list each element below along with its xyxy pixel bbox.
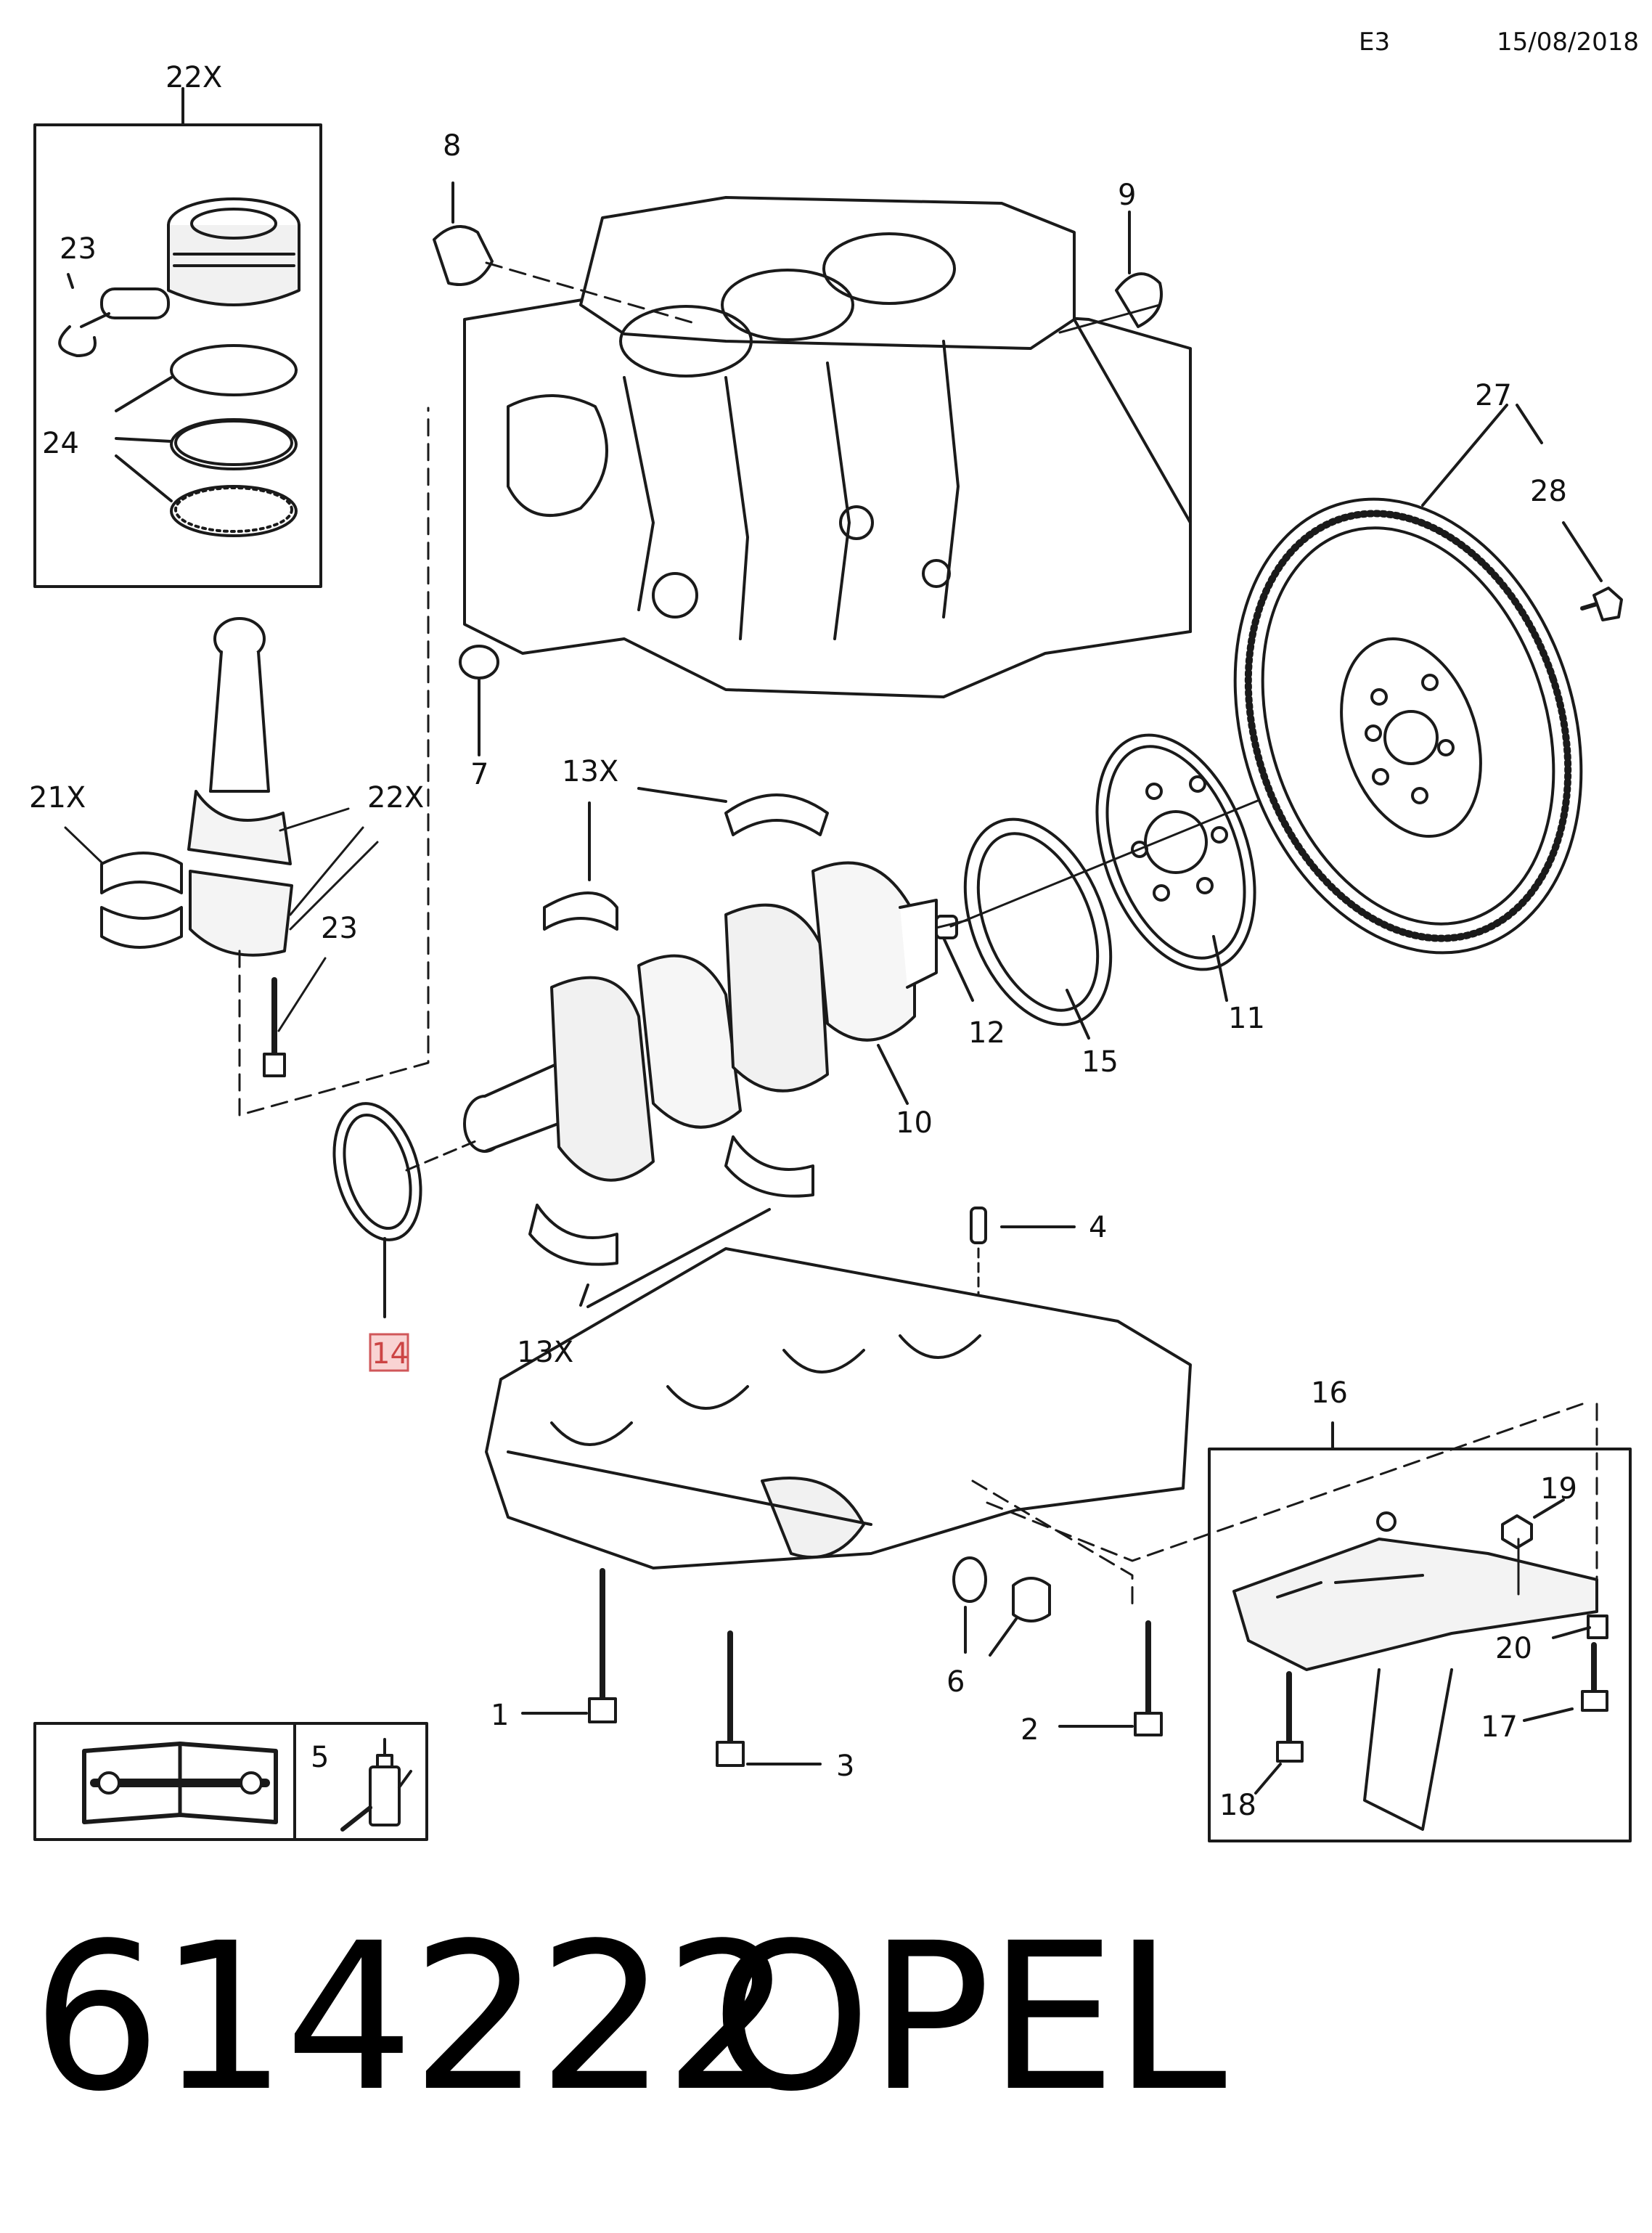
connecting-rod-icon (187, 617, 293, 957)
rod-bolt-icon (263, 977, 286, 1077)
windage-bolt-icon (1276, 1671, 1304, 1763)
callout-labels: 22X 23 24 8 9 27 28 7 13X 21X 22X 23 12 … (29, 61, 1577, 1822)
callout-4: 4 (1089, 1211, 1107, 1244)
callout-25: 23 (60, 232, 97, 266)
highlighted-callout-box (369, 1333, 409, 1372)
callout-8: 8 (443, 129, 461, 163)
callout-13x-bottom: 13X (517, 1336, 573, 1369)
legend-frame (33, 1722, 428, 1841)
crankcase-bolt-long-icon (588, 1568, 617, 1723)
service-manual-icon (82, 1742, 278, 1824)
windage-nut-icon (1501, 1514, 1533, 1549)
piston-icon (100, 197, 300, 319)
header-date: 15/08/2018 (1497, 28, 1639, 57)
piston-clip-icon (58, 325, 97, 357)
crankshaft-icon (463, 861, 938, 1182)
callout-22x: 22X (367, 781, 424, 815)
main-bearing-shell-upper-icon (543, 891, 618, 931)
sealant-bottle-icon (340, 1738, 412, 1832)
windage-bolt-icon (1581, 1642, 1608, 1712)
callout-21x: 21X (29, 781, 86, 815)
callout-23: 23 (321, 912, 358, 945)
main-bearing-shell-lower-icon (724, 1135, 814, 1198)
part-number: 614222 (32, 1900, 793, 2136)
block-seal-icon (459, 645, 499, 679)
callout-17: 17 (1481, 1710, 1518, 1744)
callout-2: 2 (1021, 1713, 1039, 1747)
main-bearing-shell-lower-icon (528, 1204, 618, 1266)
callout-9: 9 (1118, 179, 1136, 212)
dowel-pin-icon (970, 1207, 987, 1244)
callout-14: 14 (372, 1337, 409, 1371)
stud-spacer-icon (1587, 1614, 1608, 1639)
callout-26x: 24 (42, 427, 79, 460)
cylinder-block-icon (463, 196, 1192, 698)
callout-27: 27 (1475, 379, 1512, 412)
callout-15: 15 (1081, 1045, 1119, 1079)
callout-10: 10 (896, 1106, 933, 1140)
callout-1: 1 (491, 1699, 509, 1732)
callout-7: 7 (470, 758, 488, 791)
callout-13x-top: 13X (562, 755, 618, 788)
main-bearing-shell-upper-icon (724, 793, 829, 836)
piston-rings-icon (170, 344, 298, 537)
piston-kit-frame (33, 123, 322, 588)
rod-bearing-shells-icon (100, 852, 183, 949)
callout-20: 20 (1495, 1632, 1532, 1665)
callout-11: 11 (1228, 1002, 1265, 1035)
flywheel-bolt-icon (1580, 587, 1623, 621)
brand-name: OPEL (711, 1900, 1227, 2136)
block-plug-icon (1115, 272, 1163, 328)
front-crank-seal-icon (332, 1102, 422, 1241)
windage-tray-frame (1208, 1448, 1632, 1842)
callout-18: 18 (1219, 1789, 1256, 1822)
rear-crank-seal-icon (963, 817, 1113, 1026)
callout-12: 12 (968, 1016, 1005, 1050)
drain-plug-icon (1012, 1577, 1051, 1622)
lower-crankcase-icon (485, 1247, 1192, 1569)
flex-plate-icon (1095, 733, 1256, 971)
callout-16: 16 (1311, 1376, 1348, 1410)
callout-24: 22X (165, 61, 222, 94)
flywheel-icon (1233, 497, 1583, 955)
callout-3: 3 (836, 1750, 854, 1783)
callout-5: 5 (311, 1741, 329, 1774)
crankcase-bolt-icon (1134, 1620, 1163, 1736)
drain-washer-icon (952, 1556, 987, 1603)
callout-28: 28 (1530, 475, 1567, 508)
header-section: E3 (1359, 28, 1391, 57)
windage-tray-icon (1232, 1511, 1598, 1831)
callout-19: 19 (1540, 1472, 1577, 1506)
block-plug-icon (433, 225, 494, 286)
callout-6: 6 (946, 1665, 965, 1699)
crankcase-bolt-center-icon (716, 1630, 745, 1767)
